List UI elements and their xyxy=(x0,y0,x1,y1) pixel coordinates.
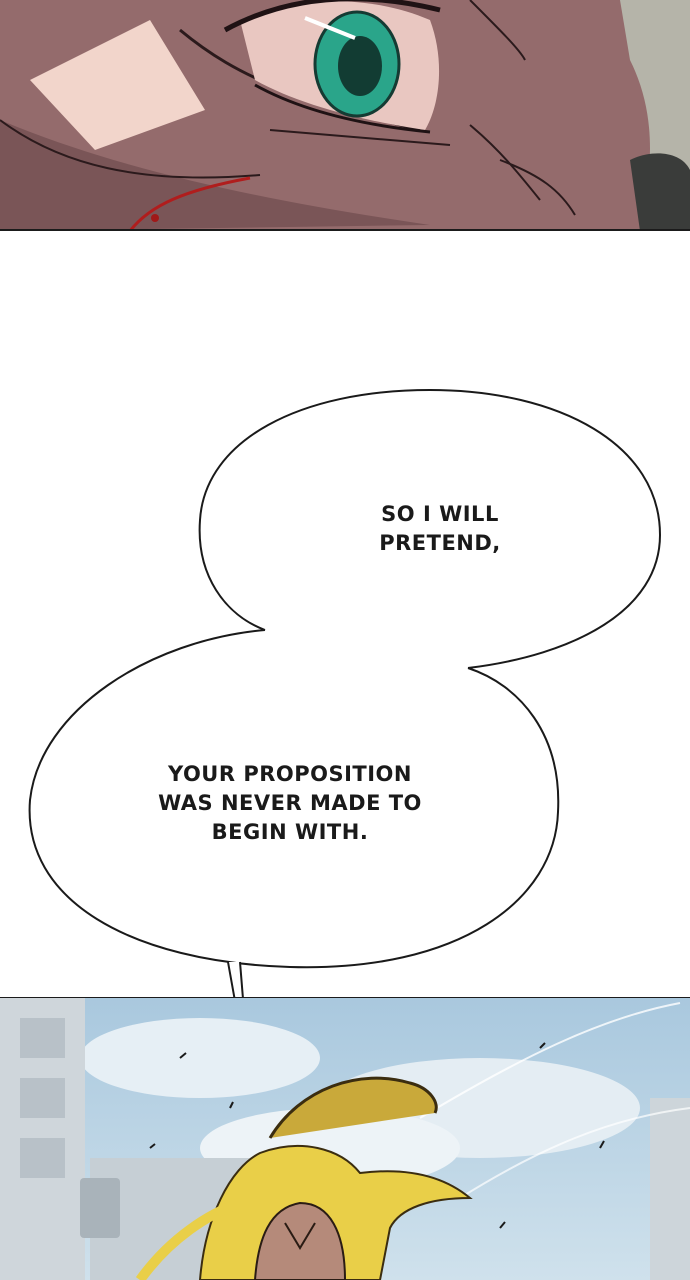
eye-closeup-panel xyxy=(0,0,690,231)
panel-border-top xyxy=(0,229,690,231)
character-art xyxy=(0,998,690,1280)
speech-bubble-lower xyxy=(28,629,560,969)
speech-bubble-upper xyxy=(198,388,662,669)
speech-text-upper: SO I WILL PRETEND, xyxy=(379,502,501,555)
eye-closeup-art xyxy=(0,0,690,231)
speech-text-lower: YOUR PROPOSITION WAS NEVER MADE TO BEGIN… xyxy=(158,762,422,844)
character-panel xyxy=(0,998,690,1280)
